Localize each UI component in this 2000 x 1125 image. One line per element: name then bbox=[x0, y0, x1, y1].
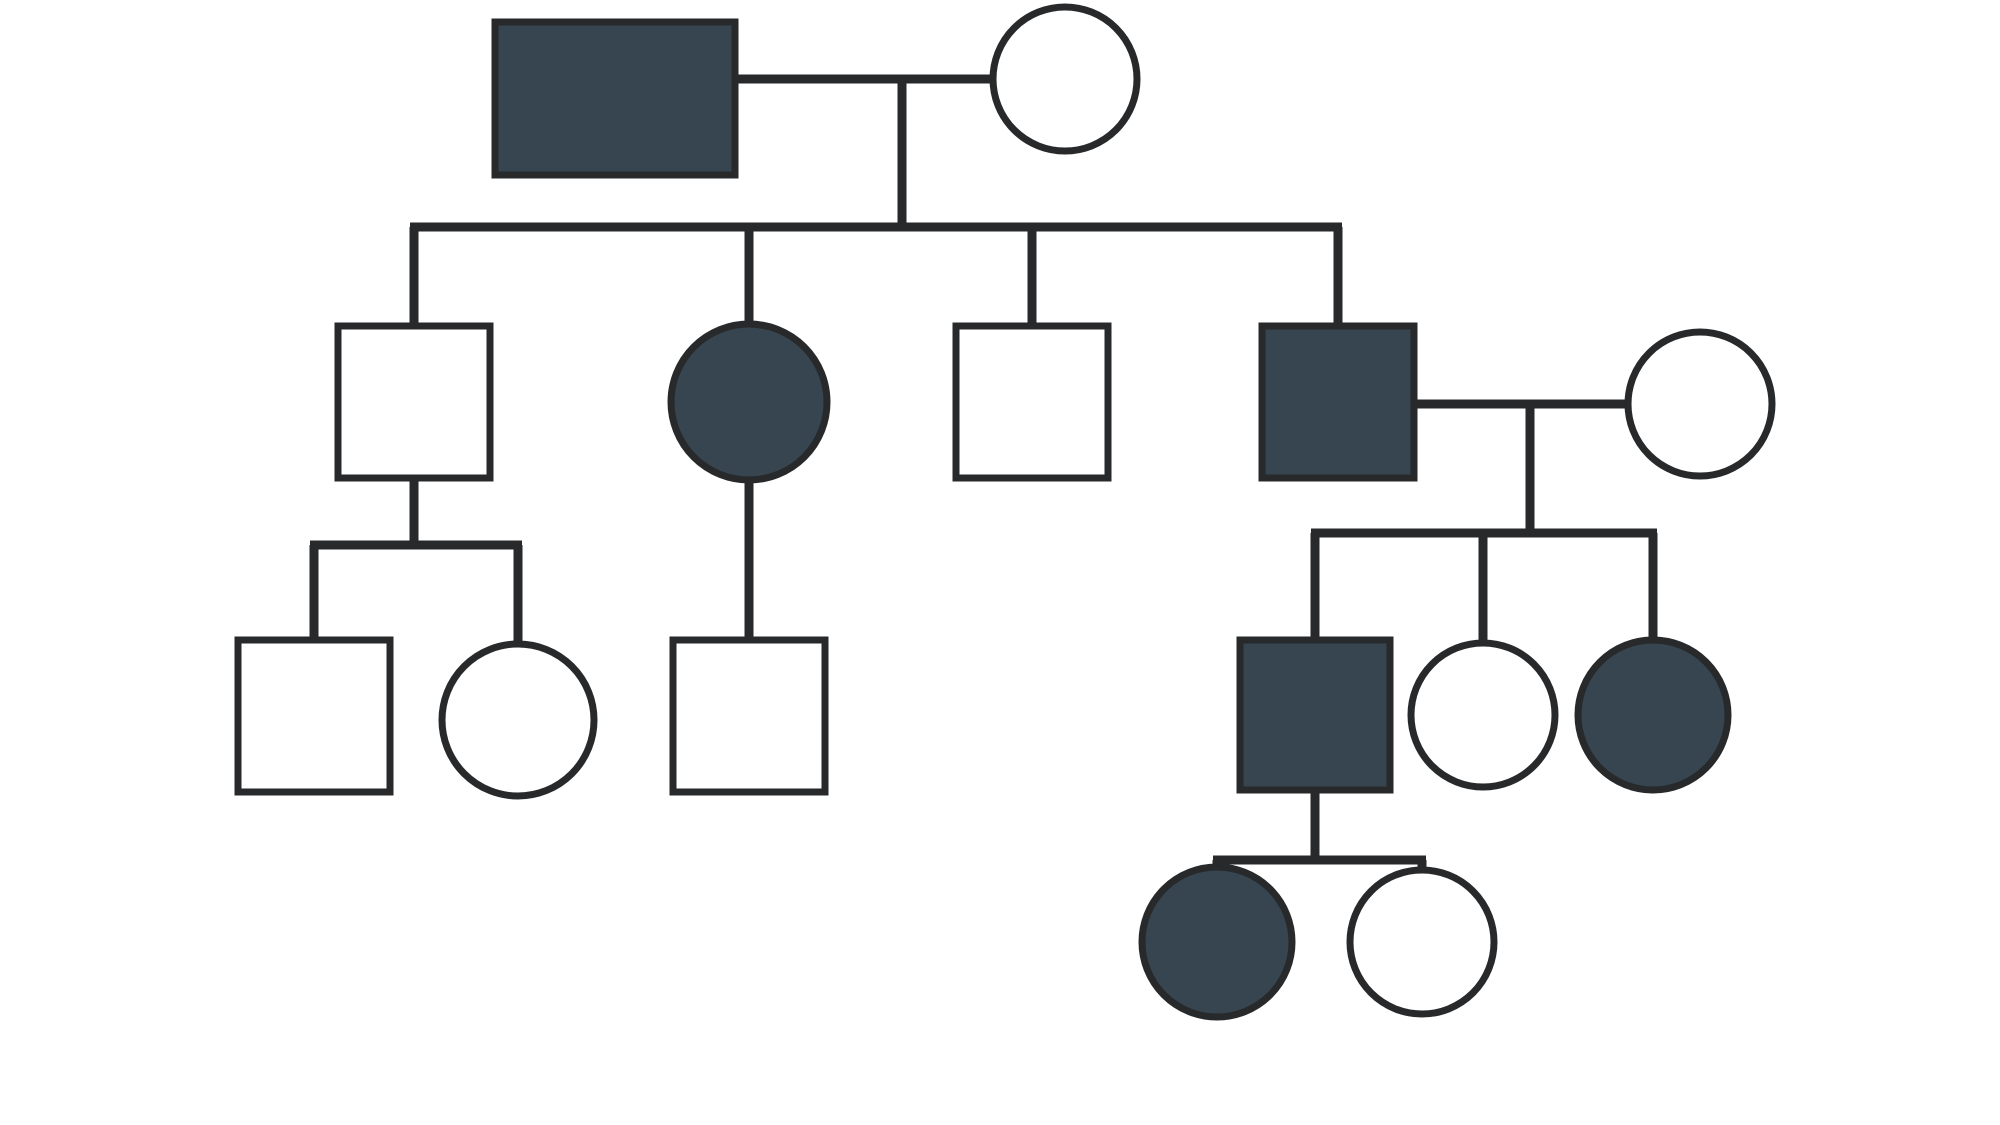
individual-III2-unaffected-female[interactable] bbox=[438, 640, 598, 800]
individual-I2-unaffected-female[interactable] bbox=[989, 3, 1141, 155]
individual-IV2-unaffected-female[interactable] bbox=[1346, 866, 1498, 1018]
individual-II3-unaffected-male[interactable] bbox=[952, 322, 1112, 482]
individual-III5-unaffected-female[interactable] bbox=[1407, 639, 1559, 791]
individual-II1-unaffected-male[interactable] bbox=[334, 322, 494, 482]
individual-III6-affected-female[interactable] bbox=[1574, 636, 1732, 794]
individual-II2-affected-female[interactable] bbox=[667, 320, 831, 484]
individual-III1-unaffected-male[interactable] bbox=[234, 636, 394, 796]
individual-II4-affected-male[interactable] bbox=[1258, 322, 1418, 482]
individual-I1-affected-male[interactable] bbox=[491, 18, 739, 179]
individual-II5-unaffected-female[interactable] bbox=[1624, 328, 1776, 480]
individual-III3-unaffected-male[interactable] bbox=[669, 636, 829, 796]
individual-IV1-affected-female[interactable] bbox=[1138, 863, 1296, 1021]
individual-III4-affected-male[interactable] bbox=[1236, 636, 1394, 794]
